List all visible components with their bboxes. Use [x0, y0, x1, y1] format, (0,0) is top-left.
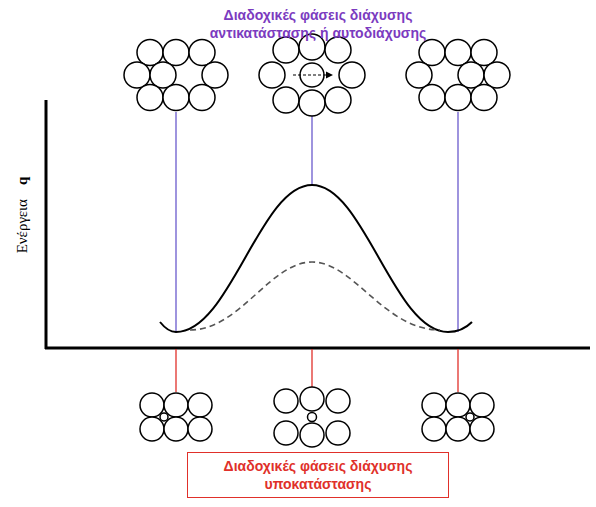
axis-symbol: q: [11, 177, 33, 185]
purple-guide-lines: [176, 112, 458, 332]
axis-label: Ενέργεια q: [11, 115, 33, 315]
jump-arrow: [293, 74, 332, 75]
axes: [45, 100, 590, 349]
diagram-title: Διαδοχικές φάσεις διάχυσης αντικατάσταση…: [183, 6, 453, 42]
caption-box: Διαδοχικές φάσεις διάχυσης υποκατάστασης: [187, 452, 449, 498]
self-diffusion-curve: [160, 185, 472, 332]
interstitial-atom-clusters: [140, 387, 494, 447]
red-guide-lines: [176, 349, 458, 392]
title-text: Διαδοχικές φάσεις διάχυσης αντικατάσταση…: [210, 7, 427, 41]
box-text: Διαδοχικές φάσεις διάχυσης υποκατάστασης: [194, 457, 442, 493]
interstitial-curve: [190, 262, 440, 330]
axis-label: Ενέργεια: [11, 199, 33, 253]
vacancy-atom-clusters: [124, 34, 510, 116]
